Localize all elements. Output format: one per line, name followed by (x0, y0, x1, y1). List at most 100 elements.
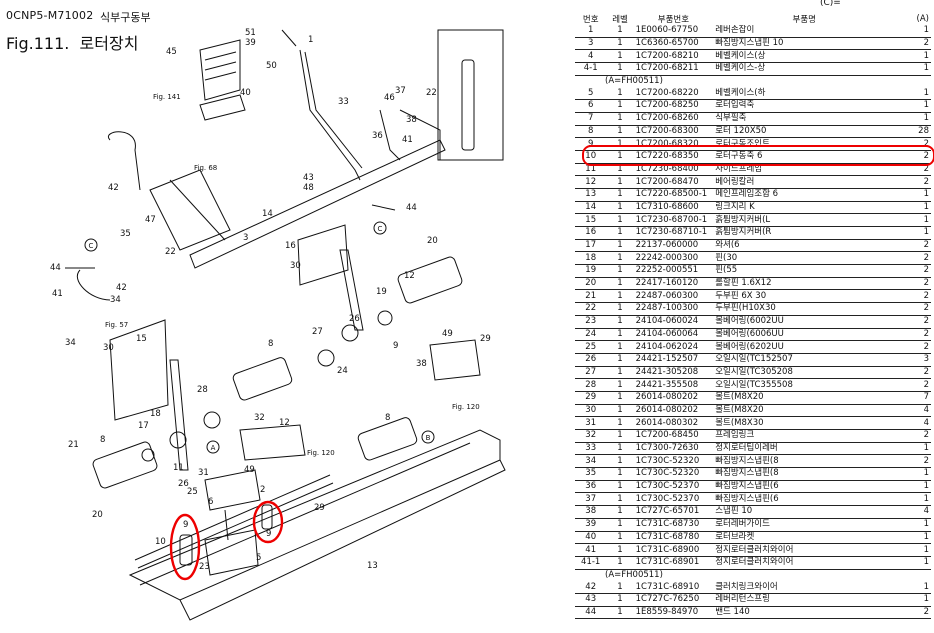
row-level: 1 (606, 593, 634, 607)
svg-text:6: 6 (208, 497, 213, 507)
row-level: 1 (606, 543, 634, 557)
row-part-number: 1C7220-68500-1 (633, 188, 714, 202)
row-part-name: 메인프레임조합 6 (713, 188, 896, 202)
row-level: 1 (606, 163, 634, 177)
row-level: 1 (606, 137, 634, 151)
row-number: 43 (575, 593, 607, 607)
row-part-name: 스냅핀 10 (713, 505, 896, 519)
row-part-name: 프레임링크 (713, 429, 896, 443)
row-quantity: 1 (895, 480, 931, 494)
svg-text:26: 26 (349, 314, 360, 324)
row-part-name: 와셔(6 (713, 239, 896, 253)
row-level: 1 (606, 442, 634, 456)
row-number: 40 (575, 531, 607, 545)
row-level: 1 (606, 49, 634, 64)
note-text: (A=FH00511) (605, 569, 663, 580)
row-part-number: 1C730C-52370 (633, 480, 714, 494)
row-number: 4 (575, 49, 607, 64)
svg-text:Fig. 57: Fig. 57 (105, 321, 128, 329)
svg-text:38: 38 (406, 115, 417, 125)
row-part-name: 빠짐방지스냅핀 10 (713, 37, 896, 51)
row-level: 1 (606, 125, 634, 139)
svg-text:13: 13 (367, 561, 378, 571)
svg-text:34: 34 (65, 338, 76, 348)
row-part-number: 1C7300-72630 (633, 442, 714, 456)
row-level: 1 (606, 404, 634, 418)
header-part-no: 부품번호 (657, 14, 690, 25)
row-quantity: 1 (895, 531, 931, 545)
row-quantity: 1 (895, 213, 931, 227)
row-part-number: 1C731C-68730 (633, 518, 714, 532)
row-part-name: 베벨케이스-상 (713, 62, 896, 76)
row-part-number: 22242-000300 (633, 251, 714, 266)
row-level: 1 (606, 531, 634, 545)
row-number: 19 (575, 264, 607, 278)
row-quantity: 1 (895, 49, 931, 64)
svg-text:42: 42 (108, 183, 119, 193)
row-part-number: 1C7230-68710-1 (633, 226, 714, 240)
row-part-name: 롤할핀 1.6X12 (713, 277, 896, 291)
row-number: 41 (575, 543, 607, 557)
row-part-number: 1C727C-65701 (633, 505, 714, 519)
svg-text:40: 40 (240, 88, 251, 98)
svg-text:34: 34 (110, 295, 121, 305)
figure-panel: 0CNP5-M71002 식부구동부 Fig.111. 로터장치 (6, 9, 506, 621)
row-part-number: 1C7200-68250 (633, 99, 714, 113)
row-level: 1 (606, 188, 634, 202)
svg-text:15: 15 (136, 334, 147, 344)
row-part-number: 1C730C-52320 (633, 467, 714, 481)
row-number: 36 (575, 480, 607, 494)
figure-name: 로터장치 (79, 34, 139, 53)
row-number: 29 (575, 391, 607, 405)
row-part-name: 오일시일(TC152507 (713, 353, 896, 367)
row-quantity: 7 (895, 391, 931, 405)
row-level: 1 (606, 302, 634, 316)
row-level: 1 (606, 581, 634, 594)
row-part-name: 사이드프레임 (713, 163, 896, 177)
row-part-name: 식부필축 (713, 112, 896, 126)
row-number: 8 (575, 125, 607, 139)
row-number: 39 (575, 518, 607, 532)
row-part-name: 볼트(M8X30 (713, 416, 896, 430)
row-part-number: 24104-060024 (633, 315, 714, 329)
row-number: 7 (575, 112, 607, 126)
row-number: 10 (575, 150, 607, 164)
row-part-number: 1C731C-68901 (633, 556, 714, 570)
row-number: 22 (575, 302, 607, 316)
row-level: 1 (606, 416, 634, 430)
svg-text:48: 48 (303, 183, 314, 193)
row-level: 1 (606, 25, 634, 38)
row-quantity: 1 (895, 87, 931, 101)
row-number: 30 (575, 404, 607, 418)
row-level: 1 (606, 606, 634, 620)
row-number: 27 (575, 366, 607, 380)
figure-number: Fig.111. (6, 34, 70, 53)
row-quantity: 2 (895, 366, 931, 380)
row-quantity: 1 (895, 467, 931, 481)
svg-text:32: 32 (254, 413, 265, 423)
row-number: 28 (575, 378, 607, 392)
row-quantity: 1 (895, 543, 931, 557)
row-part-number: 1C7200-68211 (633, 62, 714, 76)
row-number: 37 (575, 492, 607, 507)
row-level: 1 (606, 87, 634, 101)
svg-text:20: 20 (92, 510, 103, 520)
row-number: 11 (575, 163, 607, 177)
row-level: 1 (606, 201, 634, 215)
row-number: 21 (575, 289, 607, 304)
header-qty: (A) (916, 13, 929, 24)
svg-text:28: 28 (197, 385, 208, 395)
